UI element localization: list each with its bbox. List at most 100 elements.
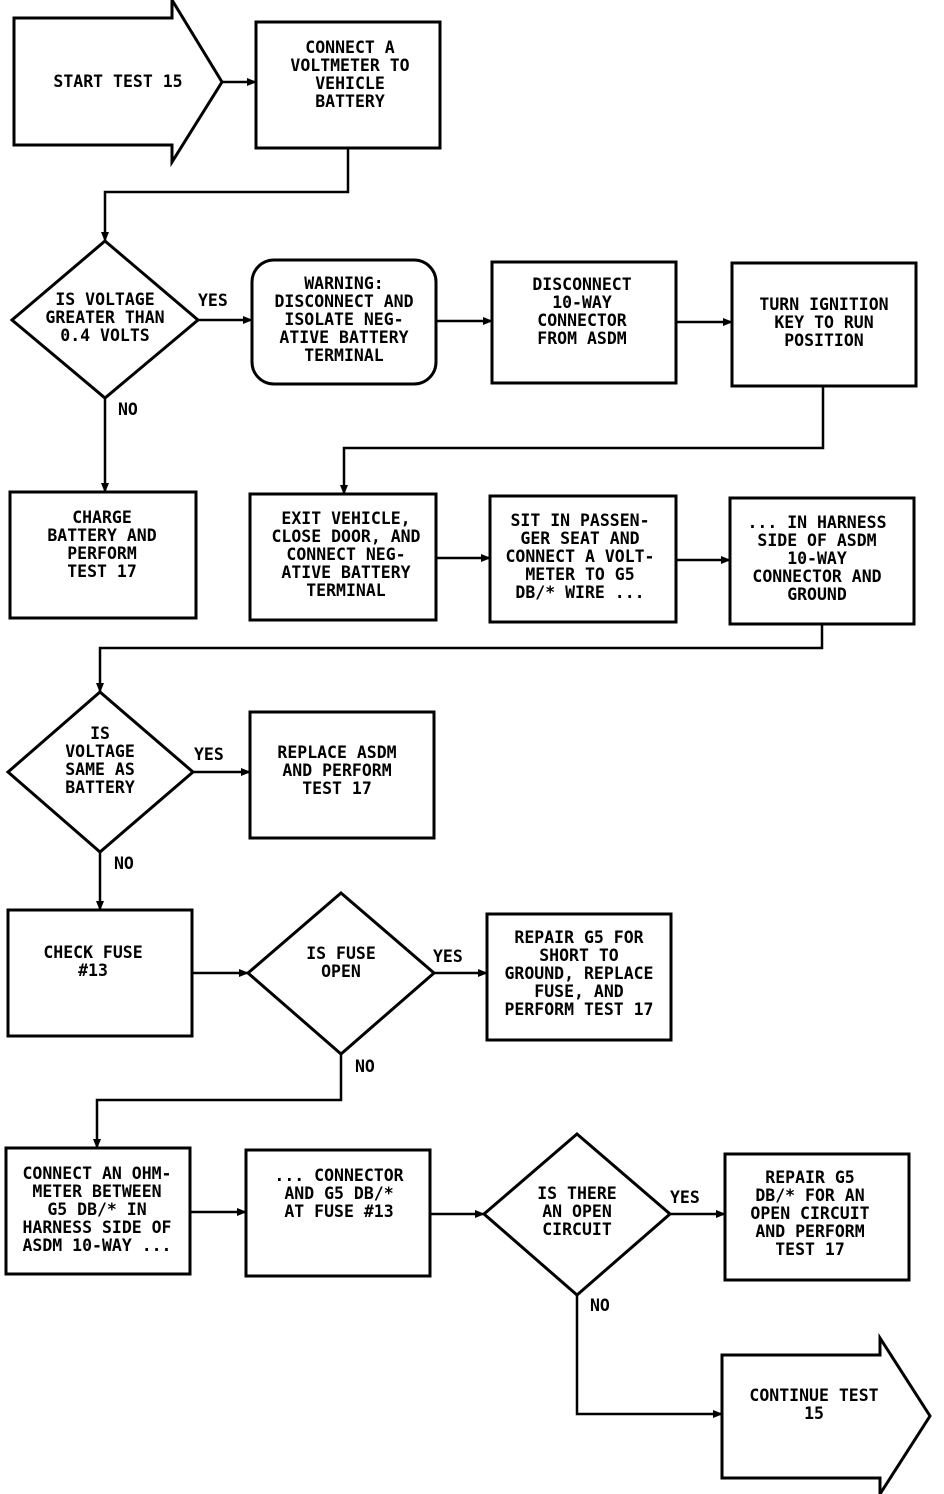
- node-label-line: DISCONNECT: [532, 275, 631, 294]
- node-check-fuse: CHECK FUSE#13: [6, 908, 194, 1038]
- node-label-line: GROUND: [787, 585, 847, 604]
- node-label-line: FROM ASDM: [537, 329, 626, 348]
- node-label-line: METER BETWEEN: [32, 1182, 161, 1201]
- node-label-line: VEHICLE: [315, 74, 385, 93]
- arrow-connect-to-decision1: [101, 148, 350, 242]
- node-label-line: AND PERFORM: [755, 1222, 864, 1241]
- node-label-line: REPAIR G5: [765, 1168, 854, 1187]
- node-label-line: CHECK FUSE: [43, 943, 142, 962]
- node-label-line: ATIVE BATTERY: [279, 328, 408, 347]
- node-label-line: 10-WAY: [787, 549, 847, 568]
- node-label-line: TERMINAL: [306, 581, 386, 600]
- node-label-line: OPEN: [321, 962, 361, 981]
- node-label-line: IS THERE: [537, 1184, 616, 1203]
- node-label-line: DISCONNECT AND: [274, 292, 413, 311]
- arrow-decision4-no: [575, 1295, 723, 1418]
- node-label-line: TURN IGNITION: [759, 295, 888, 314]
- node-label-line: SIDE OF ASDM: [757, 531, 876, 550]
- node-label-line: CONNECT A VOLT-: [505, 547, 654, 566]
- node-label-line: ASDM 10-WAY ...: [22, 1236, 171, 1255]
- edge-label-no: NO: [355, 1057, 375, 1076]
- edge-label-yes: YES: [198, 291, 228, 310]
- node-label-line: 10-WAY: [552, 293, 612, 312]
- node-label-line: EXIT VEHICLE,: [281, 509, 410, 528]
- node-label-line: 15: [804, 1404, 824, 1423]
- arrow-harness-to-decision2: [96, 624, 824, 693]
- node-label-line: SAME AS: [65, 760, 135, 779]
- node-label-line: IS: [90, 724, 110, 743]
- node-label-line: DB/* FOR AN: [755, 1186, 864, 1205]
- node-label-line: POSITION: [784, 331, 863, 350]
- node-label-line: KEY TO RUN: [774, 313, 873, 332]
- edge-label-yes: YES: [433, 947, 463, 966]
- node-label-line: CLOSE DOOR, AND: [271, 527, 420, 546]
- node-label-line: ... CONNECTOR: [274, 1166, 403, 1185]
- edge-label-yes: YES: [194, 745, 224, 764]
- node-label-line: VOLTMETER TO: [290, 56, 409, 75]
- node-label-line: IS VOLTAGE: [55, 290, 154, 309]
- node-label-line: BATTERY: [65, 778, 135, 797]
- node-label-line: ... IN HARNESS: [747, 513, 886, 532]
- node-label-line: AT FUSE #13: [284, 1202, 393, 1221]
- node-label-line: 0.4 VOLTS: [60, 326, 149, 345]
- node-label-line: CONNECTOR: [537, 311, 626, 330]
- node-label-line: BATTERY: [315, 92, 385, 111]
- node-label-line: CONNECT NEG-: [286, 545, 405, 564]
- edge-label-no: NO: [114, 854, 134, 873]
- node-label-line: PERFORM: [67, 544, 137, 563]
- node-label-line: START TEST 15: [53, 72, 182, 91]
- node-label-line: ATIVE BATTERY: [281, 563, 410, 582]
- node-label-line: SIT IN PASSEN-: [510, 511, 649, 530]
- node-label-line: TEST 17: [775, 1240, 845, 1259]
- node-label-line: CONNECT A: [305, 38, 394, 57]
- node-label-line: #13: [78, 961, 108, 980]
- node-label-line: OPEN CIRCUIT: [750, 1204, 869, 1223]
- node-label-line: GER SEAT AND: [520, 529, 639, 548]
- node-label-line: AND PERFORM: [282, 761, 391, 780]
- node-label-line: AN OPEN: [542, 1202, 612, 1221]
- node-label-line: TEST 17: [302, 779, 372, 798]
- edge-label-no: NO: [118, 400, 138, 419]
- node-label-line: WARNING:: [304, 274, 383, 293]
- node-label-line: PERFORM TEST 17: [504, 1000, 653, 1019]
- node-label-line: HARNESS SIDE OF: [22, 1218, 171, 1237]
- node-label-line: AND G5 DB/*: [284, 1184, 393, 1203]
- node-label-line: CONNECT AN OHM-: [22, 1164, 171, 1183]
- arrow-ignition-to-exit: [340, 386, 825, 495]
- node-label-line: METER TO G5: [525, 565, 634, 584]
- node-label-line: CONTINUE TEST: [749, 1386, 878, 1405]
- node-label-line: GROUND, REPLACE: [504, 964, 653, 983]
- node-label-line: CONNECTOR AND: [752, 567, 881, 586]
- node-label-line: CIRCUIT: [542, 1220, 612, 1239]
- node-check-fuse-text: CHECK FUSE#13: [43, 943, 142, 980]
